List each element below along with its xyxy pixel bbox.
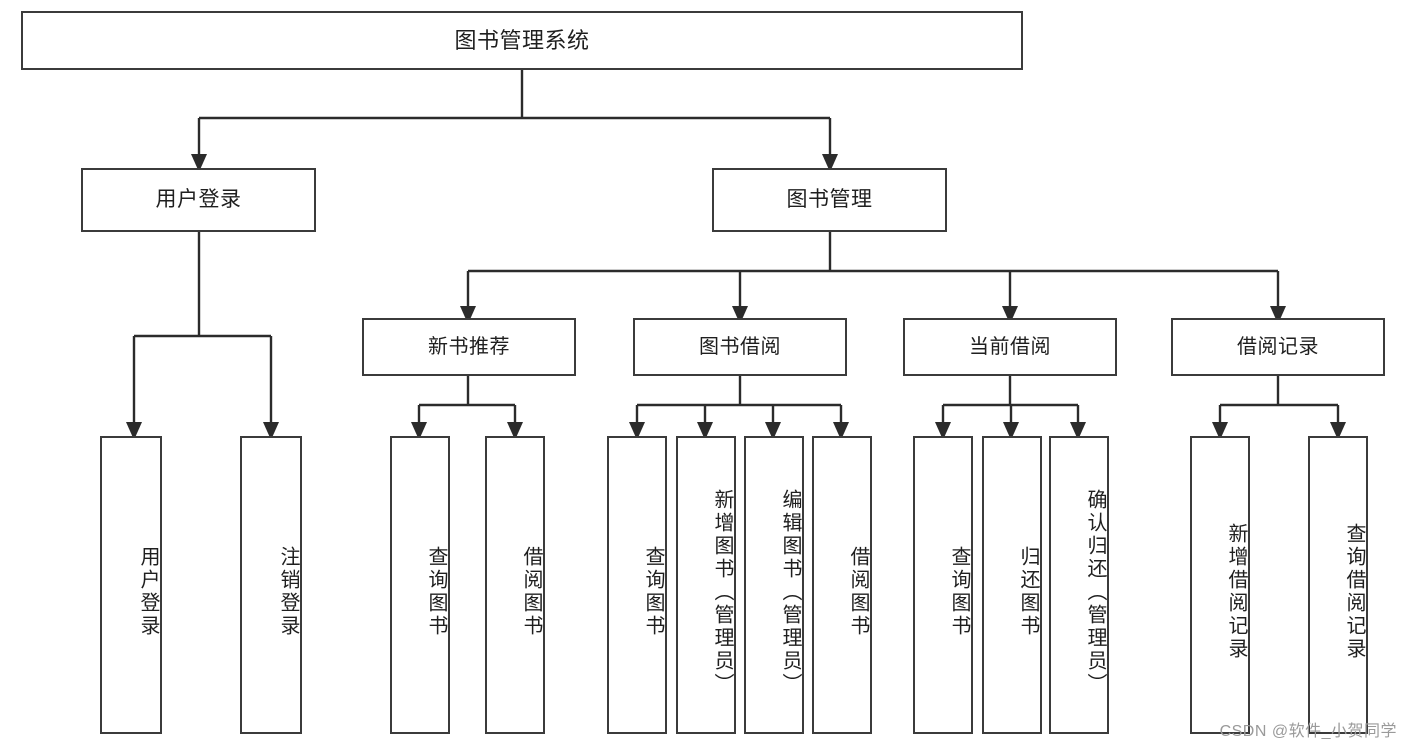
- leaf-label: 新增借阅记录: [1225, 523, 1247, 661]
- leaf-confirm-return-admin[interactable]: 确认归还（管理员）: [1049, 436, 1109, 734]
- leaf-logout[interactable]: 注销登录: [240, 436, 302, 734]
- leaf-query-book-borrow[interactable]: 查询图书: [607, 436, 667, 734]
- leaf-label: 查询图书: [642, 546, 664, 638]
- node-book-manage[interactable]: 图书管理: [712, 168, 947, 232]
- node-root-system[interactable]: 图书管理系统: [21, 11, 1023, 70]
- leaf-label: 用户登录: [137, 546, 159, 638]
- leaf-return-book[interactable]: 归还图书: [982, 436, 1042, 734]
- node-borrow-record[interactable]: 借阅记录: [1171, 318, 1385, 376]
- leaf-label: 注销登录: [277, 546, 299, 638]
- leaf-query-borrow-record[interactable]: 查询借阅记录: [1308, 436, 1368, 734]
- leaf-label: 借阅图书: [847, 546, 869, 638]
- leaf-borrow-book-new-book[interactable]: 借阅图书: [485, 436, 545, 734]
- leaf-query-book-new-book[interactable]: 查询图书: [390, 436, 450, 734]
- node-new-book-recommend[interactable]: 新书推荐: [362, 318, 576, 376]
- leaf-query-book-current[interactable]: 查询图书: [913, 436, 973, 734]
- watermark: CSDN @软件_小贺同学: [1219, 723, 1397, 740]
- leaf-label: 归还图书: [1017, 546, 1039, 638]
- leaf-edit-book-admin[interactable]: 编辑图书（管理员）: [744, 436, 804, 734]
- leaf-user-login[interactable]: 用户登录: [100, 436, 162, 734]
- leaf-add-book-admin[interactable]: 新增图书（管理员）: [676, 436, 736, 734]
- node-book-borrow[interactable]: 图书借阅: [633, 318, 847, 376]
- leaf-label: 查询借阅记录: [1343, 523, 1365, 661]
- node-user-login[interactable]: 用户登录: [81, 168, 316, 232]
- leaf-label: 查询图书: [425, 546, 447, 638]
- leaf-label: 借阅图书: [520, 546, 542, 638]
- leaf-add-borrow-record[interactable]: 新增借阅记录: [1190, 436, 1250, 734]
- leaf-label: 新增图书（管理员）: [711, 488, 733, 696]
- leaf-borrow-book[interactable]: 借阅图书: [812, 436, 872, 734]
- leaf-label: 确认归还（管理员）: [1084, 488, 1106, 696]
- leaf-label: 编辑图书（管理员）: [779, 488, 801, 696]
- node-current-borrow[interactable]: 当前借阅: [903, 318, 1117, 376]
- leaf-label: 查询图书: [948, 546, 970, 638]
